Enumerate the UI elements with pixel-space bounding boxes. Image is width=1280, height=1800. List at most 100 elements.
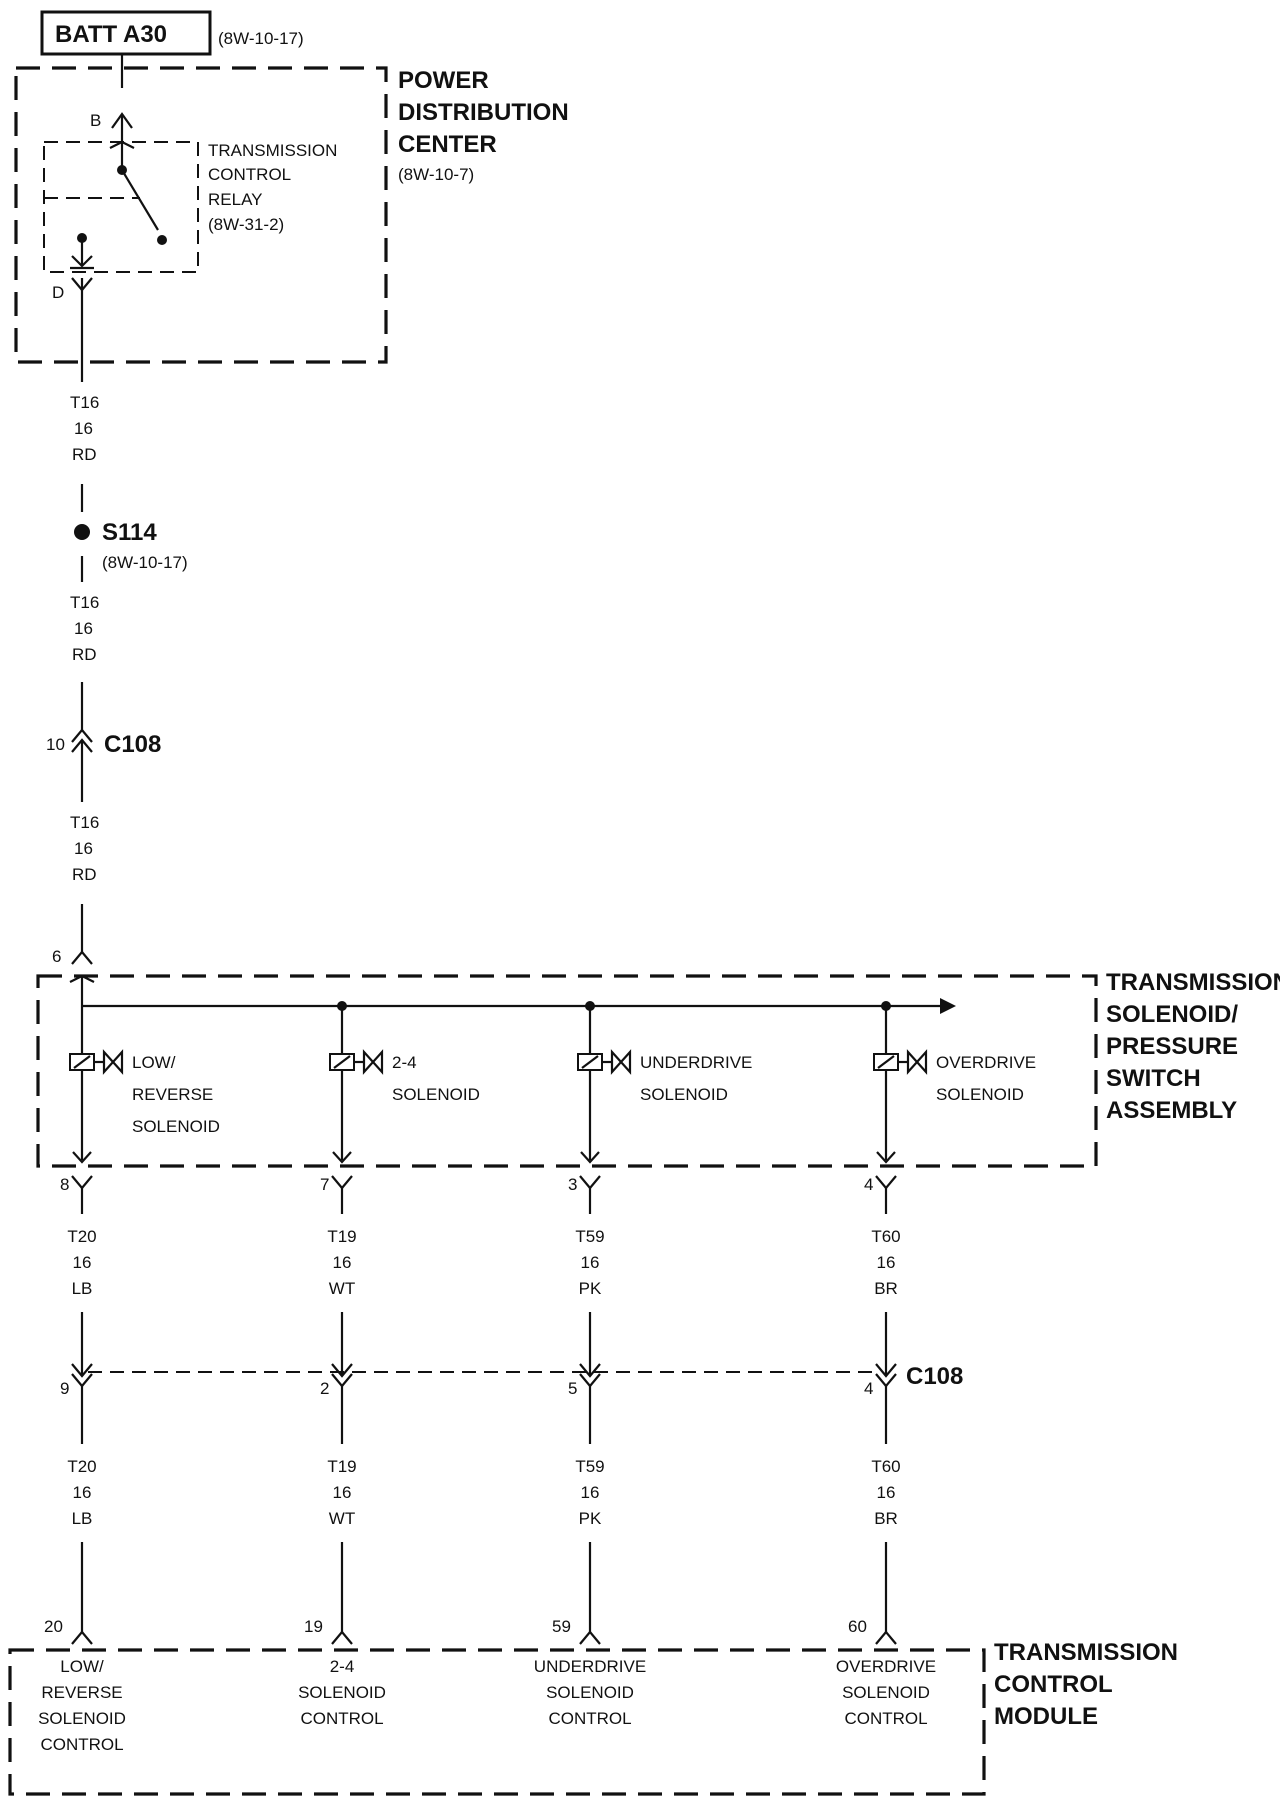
- overdrive-tcm-label-1: OVERDRIVE: [836, 1657, 936, 1676]
- low-reverse-tcm-label-2: REVERSE: [41, 1683, 122, 1702]
- c108-top-upper: [71, 728, 93, 743]
- two-four-gauge-1: 16: [333, 1253, 352, 1272]
- overdrive-tcm-label-3: CONTROL: [844, 1709, 927, 1728]
- pdc-ref: (8W-10-7): [398, 165, 474, 184]
- overdrive-gauge-1: 16: [877, 1253, 896, 1272]
- overdrive-coil-slash: [877, 1055, 895, 1069]
- t16-gauge-2: 16: [74, 619, 93, 638]
- underdrive-tcm-connector: [579, 1630, 601, 1645]
- overdrive-output-pin: 4: [864, 1175, 873, 1194]
- two-four-gauge-2: 16: [333, 1483, 352, 1502]
- pdc-pin-b: B: [90, 111, 101, 130]
- assembly-box: [36, 974, 1098, 1168]
- underdrive-output-pin: 3: [568, 1175, 577, 1194]
- low-reverse-circuit-1: T20: [67, 1227, 96, 1246]
- overdrive-color-1: BR: [874, 1279, 898, 1298]
- batt-box: [40, 10, 212, 56]
- relay-label-3: RELAY: [208, 190, 263, 209]
- c108-bottom-label: C108: [906, 1363, 963, 1390]
- batt-label: BATT A30: [55, 21, 167, 48]
- low-reverse-coil-slash: [73, 1055, 91, 1069]
- t16-circuit-2: T16: [70, 593, 99, 612]
- underdrive-circuit-1: T59: [575, 1227, 604, 1246]
- low-reverse-label-2: REVERSE: [132, 1085, 213, 1104]
- splice-label: S114: [102, 519, 157, 546]
- pdc-pin-d: D: [52, 283, 64, 302]
- assembly-title-5: ASSEMBLY: [1106, 1097, 1237, 1124]
- tcm-title-2: CONTROL: [994, 1671, 1113, 1698]
- assembly-title-1: TRANSMISSION: [1106, 969, 1280, 996]
- low-reverse-gauge-1: 16: [73, 1253, 92, 1272]
- two-four-output-connector: [331, 1175, 353, 1190]
- relay-ref: (8W-31-2): [208, 215, 284, 234]
- batt-ref: (8W-10-17): [218, 29, 304, 48]
- two-four-label-1: 2-4: [392, 1053, 417, 1072]
- t16-circuit-3: T16: [70, 813, 99, 832]
- underdrive-gauge-2: 16: [581, 1483, 600, 1502]
- tcm-box: [8, 1648, 986, 1796]
- relay-label-1: TRANSMISSION: [208, 141, 337, 160]
- underdrive-gauge-1: 16: [581, 1253, 600, 1272]
- underdrive-circuit-2: T59: [575, 1457, 604, 1476]
- low-reverse-output-pin: 8: [60, 1175, 69, 1194]
- overdrive-solenoid-arrow: [876, 1151, 896, 1164]
- two-four-tcm-label-1: 2-4: [330, 1657, 355, 1676]
- overdrive-tcm-label-2: SOLENOID: [842, 1683, 930, 1702]
- pdc-title-2: DISTRIBUTION: [398, 99, 569, 126]
- t16-color-1: RD: [72, 445, 97, 464]
- two-four-circuit-2: T19: [327, 1457, 356, 1476]
- splice-ref: (8W-10-17): [102, 553, 188, 572]
- overdrive-tcm-connector: [875, 1630, 897, 1645]
- low-reverse-tcm-label-4: CONTROL: [40, 1735, 123, 1754]
- overdrive-c108-pin: 4: [864, 1379, 873, 1398]
- t16-color-3: RD: [72, 865, 97, 884]
- two-four-output-pin: 7: [320, 1175, 329, 1194]
- underdrive-coil-slash: [581, 1055, 599, 1069]
- underdrive-label-1: UNDERDRIVE: [640, 1053, 752, 1072]
- low-reverse-solenoid-arrow: [72, 1151, 92, 1164]
- two-four-valve-symbol: [362, 1049, 384, 1075]
- t16-color-2: RD: [72, 645, 97, 664]
- splice-s114: [74, 524, 90, 540]
- tcm-title-3: MODULE: [994, 1703, 1098, 1730]
- tcm-title-1: TRANSMISSION: [994, 1639, 1178, 1666]
- assembly-title-4: SWITCH: [1106, 1065, 1201, 1092]
- overdrive-c108-upper: [875, 1363, 897, 1378]
- relay-terminal-top: [109, 140, 135, 149]
- assembly-title-3: PRESSURE: [1106, 1033, 1238, 1060]
- underdrive-output-connector: [579, 1175, 601, 1190]
- overdrive-color-2: BR: [874, 1509, 898, 1528]
- low-reverse-tcm-label-1: LOW/: [60, 1657, 104, 1676]
- two-four-circuit-1: T19: [327, 1227, 356, 1246]
- low-reverse-color-2: LB: [72, 1509, 93, 1528]
- assembly-pin-in: 6: [52, 947, 61, 966]
- overdrive-valve-symbol: [906, 1049, 928, 1075]
- t16-circuit-1: T16: [70, 393, 99, 412]
- underdrive-c108-pin: 5: [568, 1379, 577, 1398]
- two-four-color-2: WT: [329, 1509, 355, 1528]
- two-four-tcm-pin: 19: [304, 1617, 323, 1636]
- underdrive-tcm-label-2: SOLENOID: [546, 1683, 634, 1702]
- assembly-title-2: SOLENOID/: [1106, 1001, 1238, 1028]
- two-four-c108-pin: 2: [320, 1379, 329, 1398]
- underdrive-c108-upper: [579, 1363, 601, 1378]
- pdc-title-3: CENTER: [398, 131, 497, 158]
- underdrive-tcm-pin: 59: [552, 1617, 571, 1636]
- two-four-solenoid-arrow: [332, 1151, 352, 1164]
- low-reverse-valve-symbol: [102, 1049, 124, 1075]
- pdc-title-1: POWER: [398, 67, 489, 94]
- overdrive-tcm-pin: 60: [848, 1617, 867, 1636]
- overdrive-circuit-1: T60: [871, 1227, 900, 1246]
- relay-output-arrow: [71, 255, 93, 268]
- underdrive-color-2: PK: [579, 1509, 602, 1528]
- low-reverse-output-connector: [71, 1175, 93, 1190]
- t16-gauge-1: 16: [74, 419, 93, 438]
- underdrive-valve-symbol: [610, 1049, 632, 1075]
- low-reverse-c108-upper: [71, 1363, 93, 1378]
- overdrive-circuit-2: T60: [871, 1457, 900, 1476]
- underdrive-tcm-label-1: UNDERDRIVE: [534, 1657, 646, 1676]
- two-four-coil-slash: [333, 1055, 351, 1069]
- low-reverse-tcm-connector: [71, 1630, 93, 1645]
